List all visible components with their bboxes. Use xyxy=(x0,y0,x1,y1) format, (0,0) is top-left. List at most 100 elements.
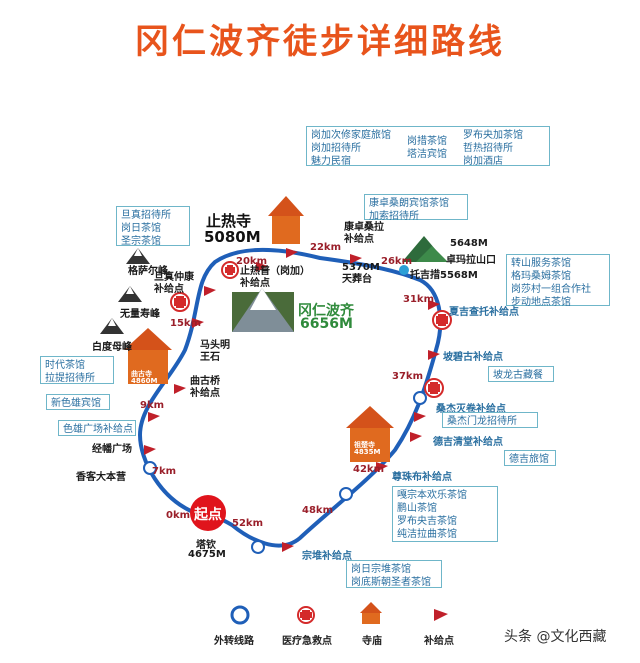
sangjie-lodging-box: 桑杰门龙招待所 xyxy=(442,412,538,428)
km-label: 42km xyxy=(353,464,384,475)
right-lodging-box: 转山服务茶馆 格玛桑姆茶馆 岗莎村一组合作社 步动地点茶馆 xyxy=(506,254,610,308)
kora-direction-icon xyxy=(413,391,427,405)
lodging-name: 格玛桑姆茶馆 xyxy=(511,271,571,282)
lodging-name: 哲热招待所 xyxy=(463,143,513,154)
lodging-name: 拉提招待所 xyxy=(45,373,95,384)
supply-flag-icon xyxy=(144,445,156,455)
lodging-name: 罗布央加茶馆 xyxy=(463,130,523,141)
zuchu-temple-icon xyxy=(346,406,394,462)
lodging-name: 罗布央吉茶馆 xyxy=(397,516,457,527)
watermark: 头条 @文化西藏 xyxy=(504,629,607,645)
lodging-name: 旦真招待所 xyxy=(121,210,171,221)
sexiong-supply-box: 色雄广场补给点 xyxy=(58,420,136,436)
shidai-lodging-box: 时代茶馆 拉提招待所 xyxy=(40,356,114,384)
legend-temple-label: 寺庙 xyxy=(362,636,382,647)
legend-route-label: 外转线路 xyxy=(214,636,254,647)
lodging-name: 嘎宗本欢乐茶馆 xyxy=(397,490,467,501)
zongdui-supply-label: 宗堆补给点 xyxy=(302,551,352,562)
polonggu-box: 坡龙古藏餐 xyxy=(488,366,554,382)
pass-elevation: 5648M xyxy=(450,238,488,249)
sky-burial-label: 5370M 天葬台 xyxy=(342,262,380,285)
gesar-peak: 格萨尔峰 xyxy=(128,266,168,277)
supply-flag-icon xyxy=(410,432,422,442)
pass-name: 卓玛拉山口 xyxy=(446,255,496,266)
lodging-name: 魅力民宿 xyxy=(311,156,351,167)
qugu-temple-name: 曲古寺 xyxy=(131,370,152,378)
gesar-peak-icon xyxy=(126,248,150,264)
lodging-name: 岗措茶馆 xyxy=(407,136,447,147)
supply-flag-icon xyxy=(350,254,362,264)
kangzhuo-lodging-box: 康卓桑朗宾馆茶馆 加索招待所 xyxy=(364,194,468,222)
lodging-name: 岗加招待所 xyxy=(311,143,361,154)
km-label: 31km xyxy=(403,294,434,305)
zhire-temple-icon xyxy=(268,196,304,244)
km-label: 37km xyxy=(392,371,423,382)
zunzhu-lodging-box: 嘎宗本欢乐茶馆 鹏山茶馆 罗布央吉茶馆 纯洁拉曲茶馆 xyxy=(392,486,498,542)
top-lodging-box: 岗加次修家庭旅馆 岗加招待所 魅力民宿 岗措茶馆 塔洁宾馆 罗布央加茶馆 哲热招… xyxy=(306,126,550,167)
supply-flag-icon xyxy=(204,286,216,296)
lodging-name: 时代茶馆 xyxy=(45,360,85,371)
mtou-stone-label: 马头明 王石 xyxy=(200,340,230,363)
baidumu-peak-icon xyxy=(100,318,124,334)
zunzhu-supply-label: 尊珠布补给点 xyxy=(392,472,452,483)
kora-direction-icon xyxy=(339,487,353,501)
supply-flag-icon xyxy=(376,462,388,472)
baidumu-peak: 白度母峰 xyxy=(92,342,132,353)
km-label: 48km xyxy=(302,505,333,516)
lodging-name: 岗日茶馆 xyxy=(121,223,161,234)
lodging-name: 步动地点茶馆 xyxy=(511,297,571,308)
zongdui-lodging-box: 岗日宗堆茶馆 岗底斯朝圣者茶馆 xyxy=(346,560,442,588)
supply-flag-icon xyxy=(282,542,294,552)
xiaji-supply-label: 夏吉查托补给点 xyxy=(449,307,519,318)
zhirepu-supply-label: 止热普（岗加） 补给点 xyxy=(240,266,310,289)
km-label: 9km xyxy=(140,400,165,411)
supply-flag-icon xyxy=(414,412,426,422)
kora-direction-icon xyxy=(251,540,265,554)
wuliangshou-peak: 无量寿峰 xyxy=(120,309,160,320)
lodging-name: 转山服务茶馆 xyxy=(511,258,571,269)
km-label: 0km xyxy=(166,510,191,521)
lodging-name: 岗莎村一组合作社 xyxy=(511,284,591,295)
lodging-name: 加索招待所 xyxy=(369,211,419,222)
xiangke-camp-label: 香客大本营 xyxy=(76,472,126,483)
lodging-name: 岗日宗堆茶馆 xyxy=(351,564,411,575)
sexiong-hotel-box: 新色雄宾馆 xyxy=(46,394,110,410)
medical-point-icon xyxy=(432,310,452,330)
km-label: 22km xyxy=(310,242,341,253)
lodging-name: 康卓桑朗宾馆茶馆 xyxy=(369,198,449,209)
zhire-elevation: 5080M xyxy=(204,228,261,246)
qugu-bridge-label: 曲古桥 补给点 xyxy=(190,376,220,399)
zuchu-temple-name: 祖楚寺 xyxy=(354,441,375,449)
legend-medical-icon xyxy=(297,606,315,624)
km-label: 15km xyxy=(170,318,201,329)
supply-flag-icon xyxy=(286,248,298,258)
medical-point-icon xyxy=(221,261,239,279)
supply-flag-icon xyxy=(428,350,440,360)
start-point-marker xyxy=(190,495,226,531)
medical-point-icon xyxy=(170,292,190,312)
km-label: 7km xyxy=(152,466,177,477)
poxigu-supply-label: 坡碧古补给点 xyxy=(443,352,503,363)
supply-flag-icon xyxy=(192,318,204,328)
supply-flag-icon xyxy=(148,412,160,422)
qugu-temple-elevation: 4860M xyxy=(131,377,158,385)
medical-point-icon xyxy=(424,378,444,398)
legend-medical-label: 医疗急救点 xyxy=(282,636,332,647)
lake-icon xyxy=(399,265,409,275)
kailash-name: 冈仁波齐 xyxy=(298,303,354,319)
lodging-name: 纯洁拉曲茶馆 xyxy=(397,529,457,540)
km-label: 26km xyxy=(381,256,412,267)
deji-lodging-box: 德吉旅馆 xyxy=(504,450,556,466)
legend-temple-icon xyxy=(360,602,382,624)
lodging-name: 塔洁宾馆 xyxy=(407,149,447,160)
zhire-temple-name: 止热寺 xyxy=(206,212,252,230)
map-legend: 外转线路 医疗急救点 寺庙 补给点 xyxy=(0,604,640,654)
kora-direction-icon xyxy=(143,461,157,475)
lodging-name: 圣宗茶馆 xyxy=(121,236,161,247)
start-elevation: 4675M xyxy=(188,549,226,560)
lodging-name: 岗底斯朝圣者茶馆 xyxy=(351,577,431,588)
legend-supply-icon xyxy=(434,609,448,621)
supply-flag-icon xyxy=(256,262,268,272)
legend-supply-label: 补给点 xyxy=(424,636,454,647)
